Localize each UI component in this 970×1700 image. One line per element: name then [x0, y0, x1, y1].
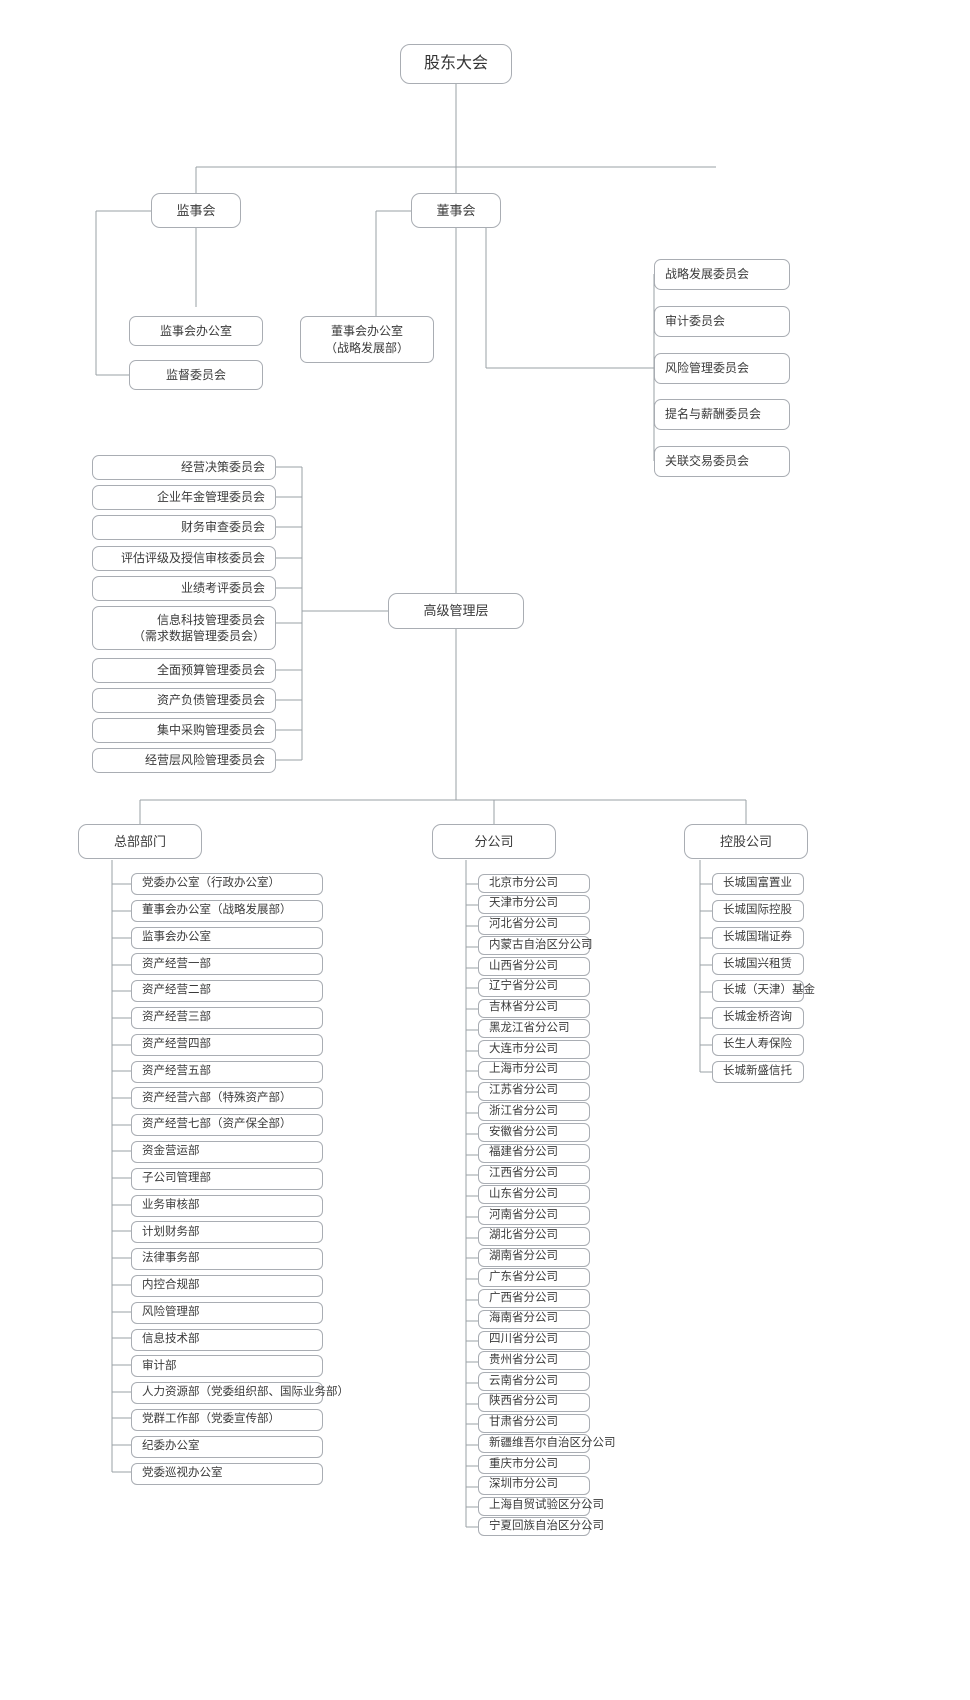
branch-item[interactable]: 广东省分公司	[478, 1268, 590, 1288]
node-risk-management-committee[interactable]: 风险管理委员会	[654, 353, 790, 384]
branch-item[interactable]: 黑龙江省分公司	[478, 1019, 590, 1039]
holding-item[interactable]: 长城国富置业	[712, 873, 804, 895]
node-mgmt-committee-operating-decision[interactable]: 经营决策委员会	[92, 455, 276, 480]
headquarters-item[interactable]: 内控合规部	[131, 1275, 323, 1297]
node-board-of-directors[interactable]: 董事会	[411, 193, 501, 228]
branch-item[interactable]: 江苏省分公司	[478, 1081, 590, 1101]
headquarters-item[interactable]: 计划财务部	[131, 1221, 323, 1244]
branch-item[interactable]: 吉林省分公司	[478, 998, 590, 1018]
node-mgmt-committee-annuity[interactable]: 企业年金管理委员会	[92, 485, 276, 510]
headquarters-item[interactable]: 党委巡视办公室	[131, 1462, 323, 1485]
branch-item[interactable]: 甘肃省分公司	[478, 1413, 590, 1433]
branch-item[interactable]: 云南省分公司	[478, 1372, 590, 1391]
branch-item[interactable]: 辽宁省分公司	[478, 977, 590, 997]
group-header-branches[interactable]: 分公司	[432, 824, 556, 859]
headquarters-item[interactable]: 审计部	[131, 1355, 323, 1378]
headquarters-item[interactable]: 资产经营七部（资产保全部）	[131, 1114, 323, 1137]
node-board-office[interactable]: 董事会办公室 （战略发展部）	[300, 316, 434, 363]
holding-item[interactable]: 长城国际控股	[712, 899, 804, 922]
headquarters-item[interactable]: 资产经营五部	[131, 1060, 323, 1083]
headquarters-item[interactable]: 董事会办公室（战略发展部）	[131, 899, 323, 922]
group-header-headquarters[interactable]: 总部部门	[78, 824, 202, 859]
holding-item[interactable]: 长城（天津）基金	[712, 980, 815, 1003]
node-mgmt-committee-financial-review[interactable]: 财务审查委员会	[92, 515, 276, 540]
branch-item[interactable]: 上海市分公司	[478, 1060, 590, 1080]
node-mgmt-committee-asset-liability[interactable]: 资产负债管理委员会	[92, 688, 276, 713]
node-mgmt-committee-budget[interactable]: 全面预算管理委员会	[92, 658, 276, 683]
headquarters-item[interactable]: 党委办公室（行政办公室）	[131, 873, 323, 895]
headquarters-item[interactable]: 监事会办公室	[131, 926, 323, 949]
headquarters-item[interactable]: 资产经营一部	[131, 953, 323, 976]
holding-item[interactable]: 长城金桥咨询	[712, 1007, 804, 1029]
branch-item[interactable]: 浙江省分公司	[478, 1102, 590, 1122]
branch-item[interactable]: 北京市分公司	[478, 874, 590, 893]
node-mgmt-committee-performance-appraisal[interactable]: 业绩考评委员会	[92, 576, 276, 601]
board-office-line1: 董事会办公室	[330, 324, 403, 339]
holding-item[interactable]: 长城新盛信托	[712, 1060, 804, 1083]
branch-item[interactable]: 陕西省分公司	[478, 1392, 590, 1412]
node-related-party-transaction-committee[interactable]: 关联交易委员会	[654, 446, 790, 477]
node-mgmt-committee-centralized-procurement[interactable]: 集中采购管理委员会	[92, 718, 276, 743]
node-strategy-development-committee[interactable]: 战略发展委员会	[654, 259, 790, 290]
node-mgmt-committee-it-management[interactable]: 信息科技管理委员会 （需求数据管理委员会）	[92, 606, 276, 650]
branch-item[interactable]: 湖南省分公司	[478, 1247, 590, 1267]
branch-item[interactable]: 天津市分公司	[478, 894, 590, 914]
node-supervisory-office[interactable]: 监事会办公室	[129, 316, 263, 346]
headquarters-item[interactable]: 业务审核部	[131, 1194, 323, 1217]
headquarters-item[interactable]: 资产经营三部	[131, 1007, 323, 1029]
headquarters-item[interactable]: 风险管理部	[131, 1301, 323, 1324]
branch-item[interactable]: 山西省分公司	[478, 957, 590, 976]
headquarters-item[interactable]: 资产经营六部（特殊资产部）	[131, 1087, 323, 1110]
holding-item[interactable]: 长生人寿保险	[712, 1033, 804, 1056]
branch-item[interactable]: 海南省分公司	[478, 1309, 590, 1329]
branch-item[interactable]: 福建省分公司	[478, 1143, 590, 1163]
node-senior-management[interactable]: 高级管理层	[388, 593, 524, 629]
node-nomination-remuneration-committee[interactable]: 提名与薪酬委员会	[654, 399, 790, 430]
branch-item[interactable]: 重庆市分公司	[478, 1455, 590, 1474]
node-audit-committee[interactable]: 审计委员会	[654, 306, 790, 337]
group-header-holdings[interactable]: 控股公司	[684, 824, 808, 859]
branch-item[interactable]: 江西省分公司	[478, 1164, 590, 1184]
headquarters-item[interactable]: 信息技术部	[131, 1328, 323, 1351]
headquarters-item[interactable]: 资产经营四部	[131, 1033, 323, 1056]
node-shareholders-meeting[interactable]: 股东大会	[400, 44, 512, 84]
it-committee-line1: 信息科技管理委员会	[156, 612, 265, 627]
node-supervision-committee[interactable]: 监督委员会	[129, 360, 263, 390]
it-committee-line2: （需求数据管理委员会）	[132, 629, 265, 643]
headquarters-item[interactable]: 法律事务部	[131, 1248, 323, 1271]
headquarters-item[interactable]: 人力资源部（党委组织部、国际业务部）	[131, 1382, 349, 1405]
branch-item[interactable]: 四川省分公司	[478, 1330, 590, 1350]
branch-item[interactable]: 深圳市分公司	[478, 1475, 590, 1495]
node-mgmt-committee-rating-credit-review[interactable]: 评估评级及授信审核委员会	[92, 546, 276, 571]
branch-item[interactable]: 大连市分公司	[478, 1040, 590, 1059]
branch-item[interactable]: 山东省分公司	[478, 1185, 590, 1205]
branch-item[interactable]: 内蒙古自治区分公司	[478, 936, 593, 956]
holding-item[interactable]: 长城国兴租赁	[712, 953, 804, 976]
branch-item[interactable]: 安徽省分公司	[478, 1123, 590, 1142]
holding-item[interactable]: 长城国瑞证券	[712, 926, 804, 949]
headquarters-item[interactable]: 纪委办公室	[131, 1435, 323, 1458]
branch-item[interactable]: 广西省分公司	[478, 1289, 590, 1308]
branch-item[interactable]: 上海自贸试验区分公司	[478, 1496, 604, 1516]
headquarters-item[interactable]: 子公司管理部	[131, 1167, 323, 1190]
branch-item[interactable]: 宁夏回族自治区分公司	[478, 1517, 604, 1537]
headquarters-item[interactable]: 党群工作部（党委宣传部）	[131, 1409, 323, 1431]
headquarters-item[interactable]: 资产经营二部	[131, 980, 323, 1003]
branch-item[interactable]: 河南省分公司	[478, 1206, 590, 1225]
headquarters-item[interactable]: 资金营运部	[131, 1141, 323, 1163]
branch-item[interactable]: 新疆维吾尔自治区分公司	[478, 1434, 616, 1454]
board-office-line2: （战略发展部）	[324, 340, 409, 355]
node-supervisory-board[interactable]: 监事会	[151, 193, 241, 228]
node-mgmt-committee-operating-risk[interactable]: 经营层风险管理委员会	[92, 748, 276, 773]
branch-item[interactable]: 贵州省分公司	[478, 1351, 590, 1371]
branch-item[interactable]: 河北省分公司	[478, 915, 590, 935]
branch-item[interactable]: 湖北省分公司	[478, 1226, 590, 1246]
